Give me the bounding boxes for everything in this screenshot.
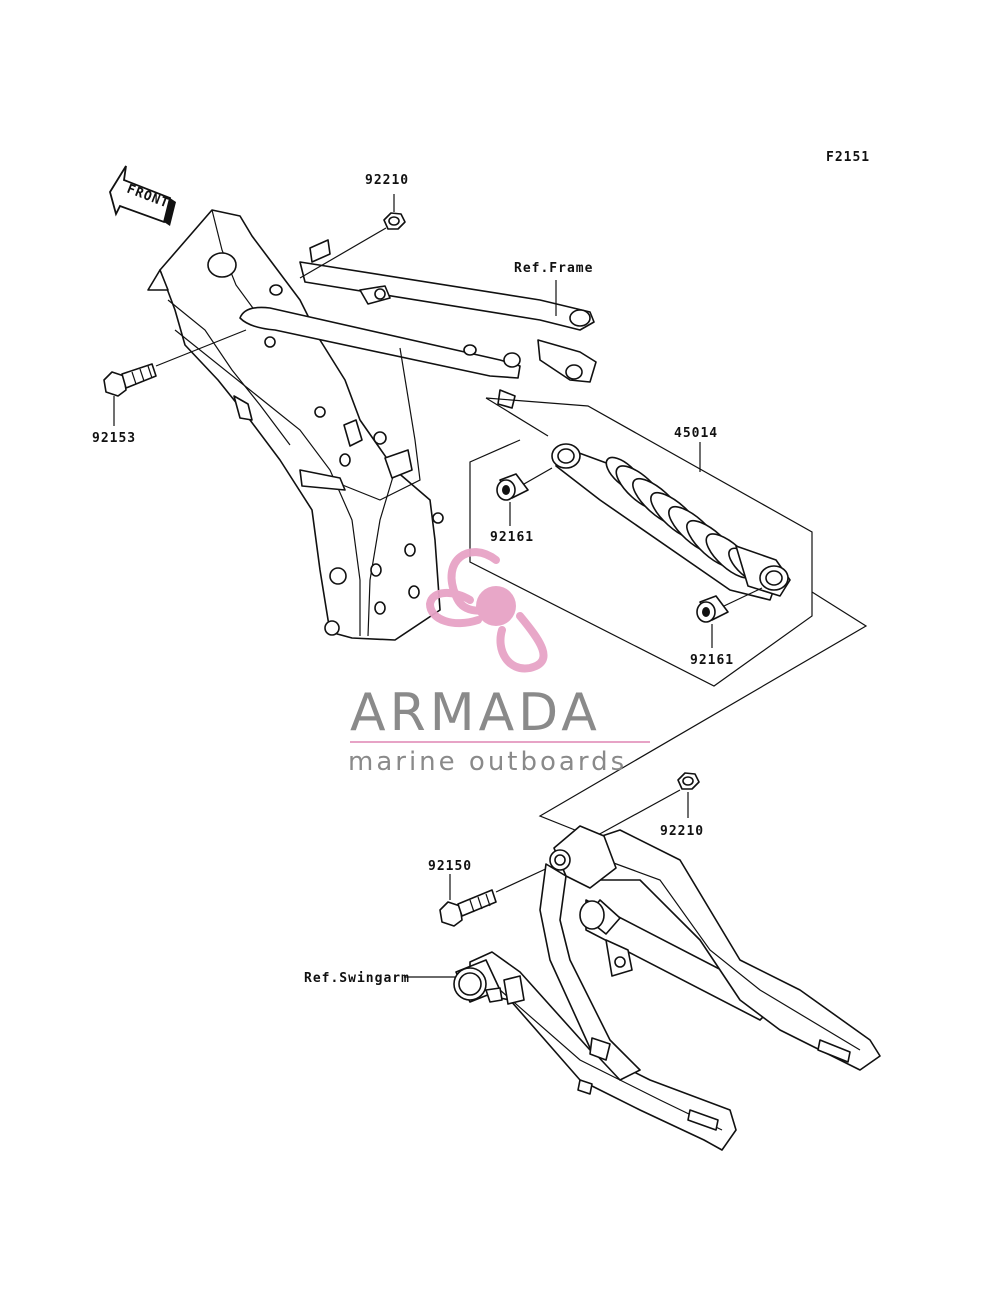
callout-nut-bottom: 92210 xyxy=(660,824,704,839)
armada-logo xyxy=(425,548,548,673)
collar-92161-upper xyxy=(496,467,553,526)
callout-ref-swingarm: Ref.Swingarm xyxy=(304,971,410,986)
callout-ref-frame: Ref.Frame xyxy=(514,261,593,276)
diagram-code: F2151 xyxy=(826,150,870,165)
swingarm-drawing xyxy=(453,825,881,1151)
watermark-brand: ARMADA xyxy=(350,683,601,743)
callout-shock: 45014 xyxy=(674,426,718,441)
callout-collar-upper: 92161 xyxy=(490,530,534,545)
collar-92161-lower xyxy=(696,587,763,648)
callout-bolt-top: 92153 xyxy=(92,431,136,446)
bolt-92153 xyxy=(103,329,247,426)
bolt-92150 xyxy=(439,865,553,927)
watermark-tagline: marine outboards xyxy=(348,747,627,777)
shock-bounding-box xyxy=(469,397,813,687)
callout-collar-lower: 92161 xyxy=(690,653,734,668)
front-arrow-icon: FRONT xyxy=(109,165,176,226)
nut-92210-bottom xyxy=(595,772,700,837)
callout-nut-top: 92210 xyxy=(365,173,409,188)
shock-absorber-45014 xyxy=(551,442,791,601)
nut-92210-top xyxy=(299,194,406,279)
callout-bolt-bottom: 92150 xyxy=(428,859,472,874)
frame-drawing xyxy=(147,209,597,641)
